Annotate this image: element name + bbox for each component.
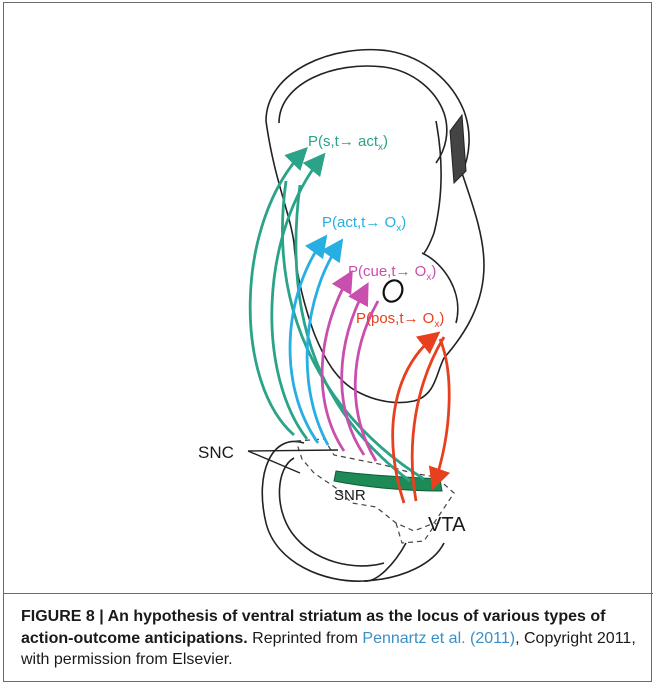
caption-divider xyxy=(4,593,653,594)
label-snr: SNR xyxy=(334,487,366,504)
figure-panel: P(s,t→ actx) P(act,t→ Ox) P(cue,t→ Ox) P… xyxy=(3,2,652,682)
ventricle-shape xyxy=(450,115,466,183)
label-pos-o: P(pos,t→ Ox) xyxy=(356,310,444,330)
label-s-act: P(s,t→ actx) xyxy=(308,133,388,153)
label-vta: VTA xyxy=(428,514,466,536)
brain-diagram: P(s,t→ actx) P(act,t→ Ox) P(cue,t→ Ox) P… xyxy=(4,3,653,593)
cue-o-arrows xyxy=(322,275,378,461)
anterior-commissure xyxy=(380,277,406,305)
caption-text-before: Reprinted from xyxy=(248,630,363,647)
citation-link[interactable]: Pennartz et al. (2011) xyxy=(362,630,515,647)
snc-pointers xyxy=(248,450,338,473)
label-act-o: P(act,t→ Ox) xyxy=(322,214,406,234)
label-snc: SNC xyxy=(198,443,234,462)
figure-caption: FIGURE 8 | An hypothesis of ventral stri… xyxy=(21,606,641,671)
